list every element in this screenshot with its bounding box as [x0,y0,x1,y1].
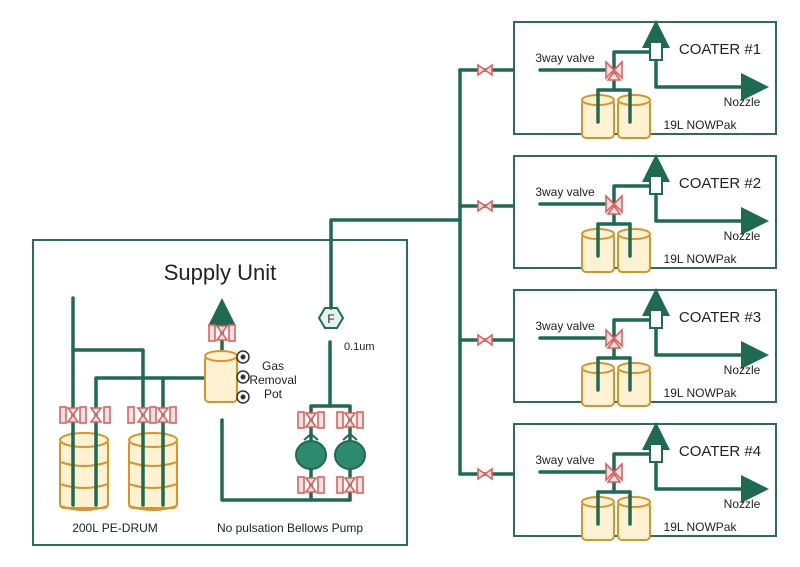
three-way-valve-label: 3way valve [535,185,595,199]
filter-rating: 0.1um [344,341,375,353]
filter-symbol: F [327,312,334,326]
drum-valves [59,406,177,424]
branch-valve-icon[interactable] [477,334,493,346]
coater-title: COATER #1 [679,41,761,58]
coater-title: COATER #2 [679,175,761,192]
coater-unit: 3way valve COATER #3 Nozzle 19L NOWPak [513,288,777,407]
nowpak-icon [617,362,651,407]
pot-label-line3: Pot [264,387,283,401]
three-way-valve-icon[interactable] [605,462,623,482]
three-way-valve-label: 3way valve [535,51,595,65]
nozzle-valve-icon[interactable] [649,443,663,463]
nozzle-valve-icon[interactable] [649,309,663,329]
gas-removal-pot: Gas Removal Pot [204,298,297,404]
nowpak-label: 19L NOWPak [664,386,738,400]
nozzle-label: Nozzle [724,363,761,377]
supply-unit-title: Supply Unit [164,260,277,285]
three-way-valve-label: 3way valve [535,319,595,333]
nozzle-label: Nozzle [724,229,761,243]
branch-valve-icon[interactable] [477,64,493,76]
nozzle-label: Nozzle [724,95,761,109]
pot-label-line1: Gas [262,359,284,373]
nozzle-valve-icon[interactable] [649,175,663,195]
nowpak-label: 19L NOWPak [664,118,738,132]
supply-unit: Supply Unit 200L PE-DRUM [32,239,408,546]
drum-label: 200L PE-DRUM [72,521,158,535]
three-way-valve-icon[interactable] [605,194,623,214]
coater-unit: 3way valve COATER #4 Nozzle 19L NOWPak [513,422,777,541]
pump-label: No pulsation Bellows Pump [217,521,363,535]
three-way-valve-label: 3way valve [535,453,595,467]
filter: F 0.1um [317,307,375,353]
coater-title: COATER #3 [679,309,761,326]
bellows-pump-icon [334,440,366,470]
nowpak-label: 19L NOWPak [664,252,738,266]
nowpak-icon [617,94,651,139]
pot-label-line2: Removal [249,373,296,387]
pe-drum-icon [128,432,178,511]
three-way-valve-icon[interactable] [605,328,623,348]
three-way-valve-icon[interactable] [605,60,623,80]
bellows-pump-icon [295,440,327,470]
nowpak-label: 19L NOWPak [664,520,738,534]
pe-drum-icon [59,432,109,511]
nozzle-label: Nozzle [724,497,761,511]
branch-valve-icon[interactable] [477,468,493,480]
nowpak-icon [617,496,651,541]
nozzle-valve-icon[interactable] [649,41,663,61]
drum-pipe-overlay [71,430,165,507]
bellows-pumps [295,340,366,502]
coater-unit: 3way valve COATER #1 Nozzle 19L NOWPak [513,20,777,139]
filter-icon [317,307,345,329]
nowpak-icon [617,228,651,273]
coaters: 3way valve COATER #1 Nozzle 19L NOWPak 3… [513,20,777,541]
pot-icon [204,355,238,403]
coater-unit: 3way valve COATER #2 Nozzle 19L NOWPak [513,154,777,273]
coater-title: COATER #4 [679,443,761,460]
branch-valve-icon[interactable] [477,200,493,212]
